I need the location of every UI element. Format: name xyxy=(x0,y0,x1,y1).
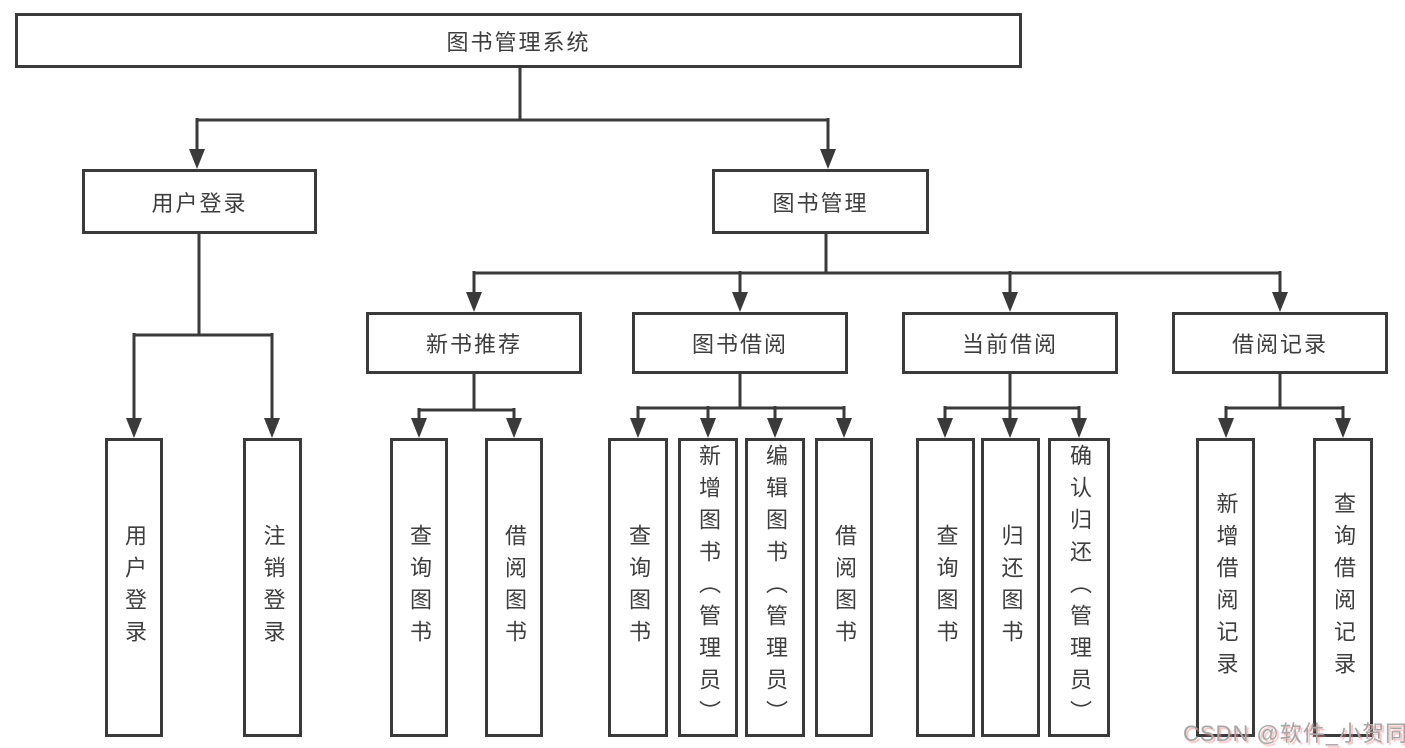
node-label: 新书推荐 xyxy=(425,332,522,357)
node-library-management-system: 图书管理系统 xyxy=(15,13,1022,68)
node-book-management-branch: 图书管理 xyxy=(712,169,929,234)
node-label: 借阅图书 xyxy=(832,523,857,652)
node-label: 查询图书 xyxy=(626,523,651,652)
leaf-logout: 注销登录 xyxy=(243,438,302,737)
leaf-return-books: 归还图书 xyxy=(981,438,1040,737)
leaf-edit-books-admin: 编辑图书（管理员） xyxy=(745,438,805,737)
node-label: 新增图书（管理员） xyxy=(696,443,721,732)
leaf-query-books: 查询图书 xyxy=(390,438,448,737)
node-label: 图书管理系统 xyxy=(446,29,591,55)
tree-edges xyxy=(132,68,1345,419)
node-current-borrow: 当前借阅 xyxy=(902,312,1118,374)
node-user-login-branch: 用户登录 xyxy=(82,169,317,234)
leaf-borrow-books: 借阅图书 xyxy=(485,438,543,737)
leaf-confirm-return-admin: 确认归还（管理员） xyxy=(1048,438,1110,737)
node-label: 用户登录 xyxy=(122,523,147,652)
leaf-user-login: 用户登录 xyxy=(105,438,163,737)
node-label: 当前借阅 xyxy=(961,332,1058,357)
node-book-borrow: 图书借阅 xyxy=(632,312,848,374)
node-label: 查询借阅记录 xyxy=(1331,491,1356,684)
node-label: 编辑图书（管理员） xyxy=(763,443,788,732)
node-label: 查询图书 xyxy=(407,523,432,652)
leaf-add-books-admin: 新增图书（管理员） xyxy=(678,438,738,737)
leaf-query-books: 查询图书 xyxy=(916,438,975,737)
arrowheads xyxy=(126,149,1351,438)
node-label: 确认归还（管理员） xyxy=(1067,443,1092,732)
node-label: 用户登录 xyxy=(151,190,248,216)
leaf-borrow-books: 借阅图书 xyxy=(815,438,873,737)
node-label: 查询图书 xyxy=(933,523,959,652)
node-borrow-records: 借阅记录 xyxy=(1172,312,1388,374)
node-label: 借阅记录 xyxy=(1231,332,1328,357)
node-label: 归还图书 xyxy=(998,523,1024,652)
node-label: 图书借阅 xyxy=(691,332,788,357)
node-label: 图书管理 xyxy=(772,190,869,216)
node-label: 注销登录 xyxy=(260,523,286,652)
node-label: 借阅图书 xyxy=(502,523,527,652)
leaf-query-books: 查询图书 xyxy=(608,438,668,737)
watermark-text: CSDN @软件_小贺同学 xyxy=(1183,721,1405,746)
leaf-add-borrow-record: 新增借阅记录 xyxy=(1196,438,1255,737)
node-new-book-recommend: 新书推荐 xyxy=(366,312,582,374)
csdn-watermark: CSDN @软件_小贺同学 xyxy=(1183,716,1405,748)
leaf-query-borrow-record: 查询借阅记录 xyxy=(1313,438,1373,737)
node-label: 新增借阅记录 xyxy=(1213,491,1239,684)
